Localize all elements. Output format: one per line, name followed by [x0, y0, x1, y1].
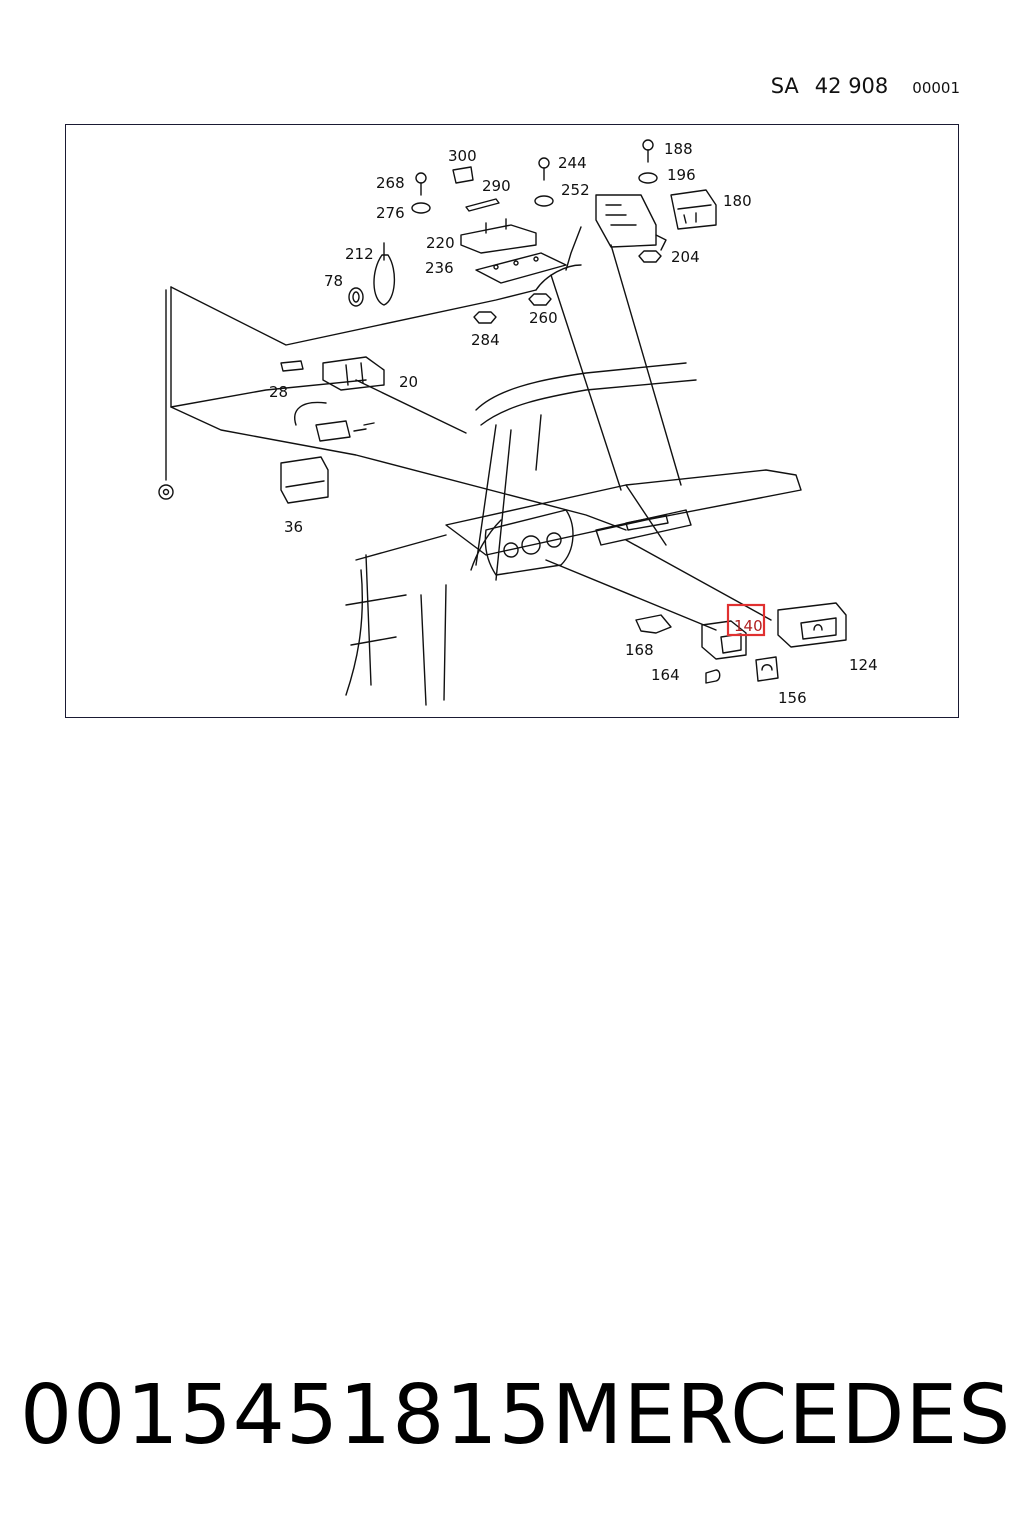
callout-labels: 300 244 188 268 290 252 196 276 180 220 … — [269, 140, 878, 707]
screw-268 — [415, 172, 427, 184]
callout-276: 276 — [376, 204, 405, 222]
screw-244 — [538, 157, 550, 169]
plate-236 — [475, 252, 567, 284]
parts-diagram-svg: 300 244 188 268 290 252 196 276 180 220 … — [158, 139, 878, 707]
callout-36: 36 — [284, 518, 303, 536]
nut-204 — [638, 250, 662, 263]
diagram-page: 00001 — [912, 79, 960, 97]
callout-284: 284 — [471, 331, 500, 349]
callout-164: 164 — [651, 666, 680, 684]
lens-156 — [755, 656, 779, 682]
callout-78: 78 — [324, 272, 343, 290]
diagram-number: 42 908 — [814, 74, 889, 98]
callout-244: 244 — [558, 154, 587, 172]
diagram-prefix: SA — [770, 74, 799, 98]
fuse-290 — [465, 198, 500, 212]
callout-188: 188 — [664, 140, 693, 158]
instrument-cluster — [484, 509, 574, 576]
relay-bracket — [595, 194, 657, 248]
footer: 0015451815 MERCEDES — [20, 1368, 1010, 1463]
connector-plug — [315, 420, 351, 442]
relay-180 — [670, 189, 717, 230]
callout-180: 180 — [723, 192, 752, 210]
truck-hood — [345, 534, 447, 696]
callout-196: 196 — [667, 166, 696, 184]
callout-204: 204 — [671, 248, 700, 266]
callout-28: 28 — [269, 383, 288, 401]
callout-212: 212 — [345, 245, 374, 263]
callout-260: 260 — [529, 309, 558, 327]
callout-124: 124 — [849, 656, 878, 674]
callout-140: 140 — [734, 617, 763, 635]
cover-168 — [635, 614, 672, 634]
callout-268: 268 — [376, 174, 405, 192]
brand-name: MERCEDES — [551, 1368, 1012, 1463]
parts-diagram: 300 244 188 268 290 252 196 276 180 220 … — [65, 124, 959, 718]
callout-156: 156 — [778, 689, 807, 707]
switch-140 — [701, 620, 747, 660]
connector-28 — [280, 360, 304, 372]
switch-housing-124 — [777, 602, 847, 648]
harness-branch-upper — [170, 286, 537, 346]
callout-20: 20 — [399, 373, 418, 391]
callout-300: 300 — [448, 147, 477, 165]
relay-36 — [280, 456, 329, 504]
callout-252: 252 — [561, 181, 590, 199]
fuse-block-220 — [460, 224, 537, 254]
washer-252 — [534, 195, 554, 207]
truck-cab-roof — [475, 362, 687, 411]
callout-168: 168 — [625, 641, 654, 659]
truck-dash — [445, 469, 802, 556]
callout-236: 236 — [425, 259, 454, 277]
washer-276 — [411, 202, 431, 214]
clip-212 — [373, 254, 395, 306]
ground-eyelet — [158, 484, 174, 500]
screw-188 — [642, 139, 654, 151]
grommet-78 — [348, 287, 364, 307]
nut-260 — [528, 293, 552, 306]
washer-196 — [638, 172, 658, 184]
bulb-164 — [705, 669, 721, 684]
nut-284 — [473, 311, 497, 324]
harness-main — [170, 286, 627, 531]
callout-290: 290 — [482, 177, 511, 195]
header: SA 42 908 00001 — [771, 74, 960, 98]
harness-branch-lower — [170, 379, 367, 408]
highlight-box — [726, 603, 766, 637]
part-number: 0015451815 — [20, 1368, 552, 1463]
callout-220: 220 — [426, 234, 455, 252]
connector-20 — [322, 356, 385, 391]
fuse-300 — [452, 166, 474, 184]
